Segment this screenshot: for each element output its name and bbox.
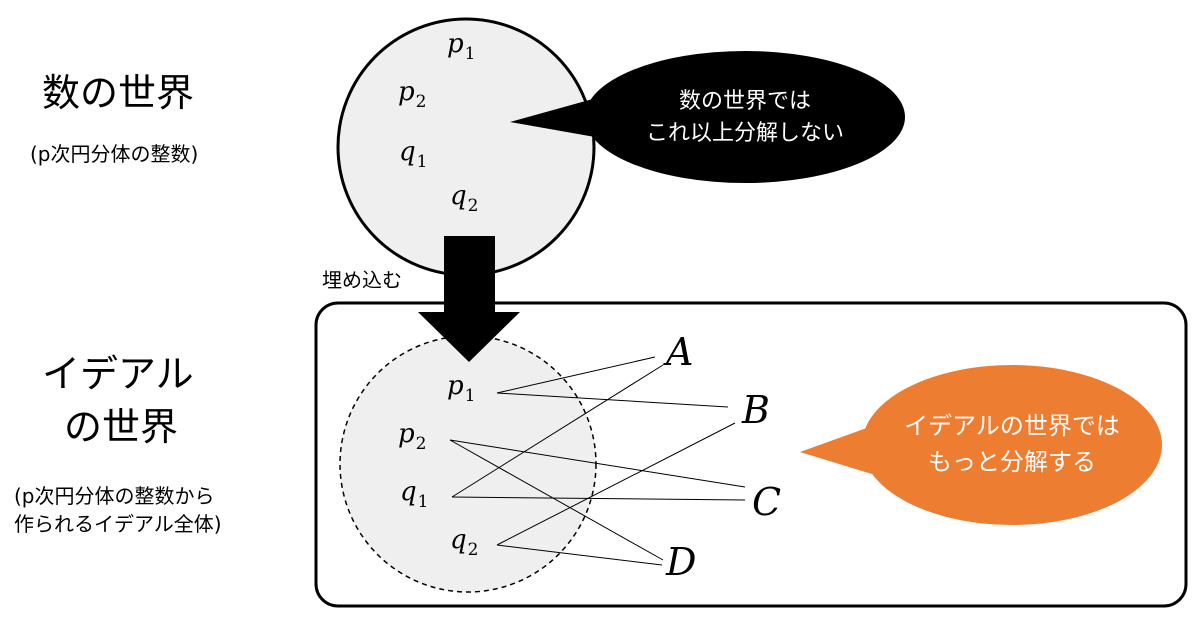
line-p2-C: [449, 439, 746, 488]
bottom-element-q1: q1: [400, 477, 428, 512]
ideal-B: B: [741, 388, 770, 432]
ideal-world-subtitle-line1: (p次円分体の整数から: [14, 484, 215, 508]
ideal-D: D: [665, 540, 696, 584]
ideal-world-subtitle-line2: 作られるイデアル全体): [14, 512, 222, 536]
bottom-element-p2: p2: [398, 419, 426, 454]
connection-lines: [449, 356, 746, 566]
line-q2-D: [496, 544, 663, 566]
number-bubble-line2: これ以上分解しない: [646, 121, 844, 146]
line-p1-B: [496, 392, 729, 408]
number-world-bubble: 数の世界では これ以上分解しない: [510, 51, 905, 183]
line-p1-A: [496, 356, 656, 394]
top-element-q1: q1: [399, 137, 427, 172]
top-element-p2: p2: [398, 77, 426, 112]
line-q1-C: [451, 496, 746, 501]
number-world-title: 数の世界: [42, 71, 195, 115]
line-q2-B: [496, 422, 736, 546]
ideal-A: A: [663, 330, 693, 374]
ideal-world-bubble: イデアルの世界では もっと分解する: [800, 365, 1162, 525]
number-bubble-line1: 数の世界では: [679, 89, 811, 114]
ideal-world-title-line2: の世界: [64, 405, 179, 449]
ideal-world-title-line1: イデアル: [42, 352, 194, 396]
ideal-world-circle: [339, 335, 597, 593]
bottom-element-p1: p1: [447, 371, 475, 406]
top-element-q2: q2: [450, 181, 478, 216]
embed-label: 埋め込む: [322, 268, 402, 292]
top-element-p1: p1: [447, 29, 475, 64]
line-q1-A: [451, 364, 664, 498]
ideal-bubble-line2: もっと分解する: [928, 448, 1096, 476]
ideal-C: C: [752, 480, 781, 524]
ideal-bubble-line1: イデアルの世界では: [904, 412, 1120, 440]
bottom-element-q2: q2: [450, 525, 478, 560]
line-p2-D: [449, 439, 664, 561]
embed-arrow-icon: [418, 236, 520, 362]
number-world-subtitle: (p次円分体の整数): [30, 142, 199, 166]
